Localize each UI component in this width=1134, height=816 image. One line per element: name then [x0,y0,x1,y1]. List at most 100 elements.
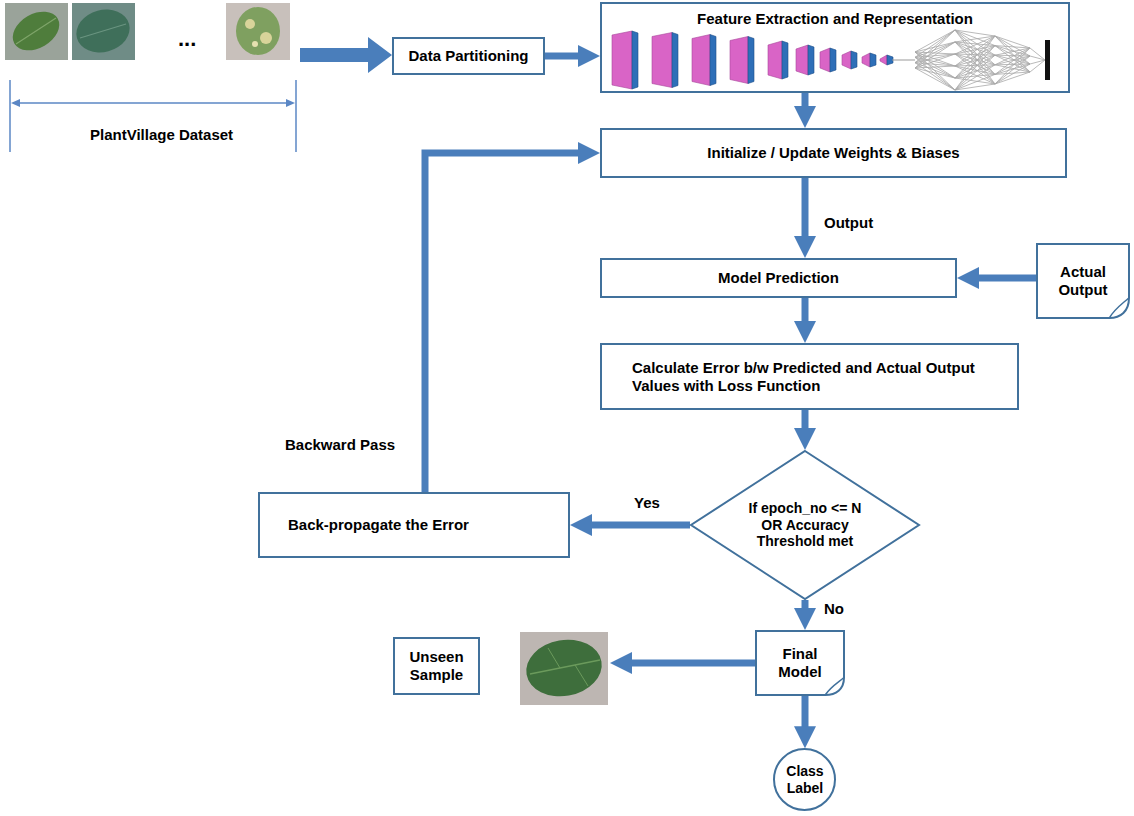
cnn-dense-link [995,64,1030,84]
node-text: Back-propagate the Error [288,516,469,534]
circle-outline [774,749,835,810]
leaf-shape [71,4,134,59]
process-box: Back-propagate the Error [258,492,570,558]
node-text: Final Model [775,645,825,681]
cnn-layer-face [796,45,808,75]
flow-arrow [802,93,809,114]
edge-label: Output [822,214,875,232]
cnn-dense-link [955,74,995,90]
flow-arrow [802,410,809,436]
process-box: Data Partitioning [392,37,545,75]
node-text: Model Prediction [718,269,839,287]
cnn-dense-link [995,48,1030,65]
flow-arrow [425,153,586,492]
cnn-dense-link [955,65,995,90]
node-text: Class Label [783,763,827,797]
ellipsis-text: ... [176,26,198,52]
node-text: Actual Output [1054,263,1112,299]
leaf-spot [245,19,255,29]
cnn-dense-link [915,30,955,57]
cnn-dense-link [955,46,995,78]
cnn-layer-face [692,35,710,86]
flow-arrow [584,522,690,529]
bracket-head [11,99,20,107]
bracket-line [295,80,297,152]
leaf-photo [226,3,290,60]
cnn-dense-link [995,56,1030,84]
document-fold [1109,298,1129,318]
cnn-dense-link [955,30,995,65]
leaf-shape [6,4,66,58]
leaf-spot [252,41,258,47]
cnn-layer-side [870,53,876,67]
cnn-dense-link [955,30,995,84]
leaf-photo [72,3,135,60]
leaf-spot [260,32,272,44]
flow-arrow [802,600,809,616]
leaf-vein [575,665,588,686]
cnn-dense-link [955,65,995,78]
flow-arrow [802,178,809,244]
cnn-layer-side [632,31,638,89]
node-text: Unseen Sample [401,648,472,684]
cnn-layer-face [842,51,851,69]
terminal-circle: Class Label [773,748,836,811]
cnn-dense-link [955,84,995,90]
cnn-layer-face [820,48,830,72]
decision-diamond: If epoch_no <= N OR Accuracy Threshold m… [690,450,920,600]
leaf-vein [80,24,126,38]
edge-label: Backward Pass [283,436,397,454]
leaf-photo [5,3,68,60]
diamond-outline [691,451,919,599]
bracket-head [286,99,295,107]
cnn-layer-face [612,31,632,89]
input-arrow [300,37,392,73]
cnn-dense-link [1030,48,1045,60]
cnn-layer-face [768,41,782,79]
leaf-vein [530,660,600,674]
sample-node: Unseen Sample [393,632,610,706]
cnn-dense-link [915,30,955,68]
cnn-dense-link [955,36,995,78]
connector-group [425,56,1036,734]
flow-arrow [545,53,586,60]
node-text: Data Partitioning [408,47,528,65]
cnn-layer-side [851,51,857,69]
flow-arrow [624,660,755,667]
cnn-dense-link [915,42,955,68]
cnn-layer-side [808,45,814,75]
leaf-photo [520,632,608,705]
cnn-layer-face [652,33,672,88]
cnn-layer-face [880,55,887,65]
bracket-line [18,102,288,104]
cnn-dense-link [915,63,955,78]
document-shape: Actual Output [1036,243,1130,319]
flow-arrow [971,275,1036,282]
sample-box: Unseen Sample [393,637,480,695]
leaf-shape [236,7,280,55]
cnn-dense-link [995,48,1030,84]
cnn-output-bar [1045,40,1050,80]
bracket-line [9,80,11,152]
process-box: Initialize / Update Weights & Biases [600,128,1067,178]
document-outline [756,631,844,695]
leaf-vein [548,648,560,668]
edge-label: Yes [632,494,662,512]
flow-arrow [802,298,809,329]
cnn-dense-link [915,57,955,78]
node-text: Calculate Error b/w Predicted and Actual… [632,359,1007,395]
document-outline [1037,244,1129,318]
dataset-label: PlantVillage Dataset [88,126,235,144]
flow-arrow [802,696,809,734]
terminal-circle-outline [773,748,836,811]
cnn-illustration [612,30,1050,90]
cnn-layer-side [748,37,754,84]
cnn-dense-link [955,55,995,90]
cnn-dense-link [915,66,955,68]
cnn-dense-link [955,46,995,90]
cnn-dense-link [995,56,1030,74]
cnn-link [892,60,915,61]
cnn-layer-side [672,33,678,88]
